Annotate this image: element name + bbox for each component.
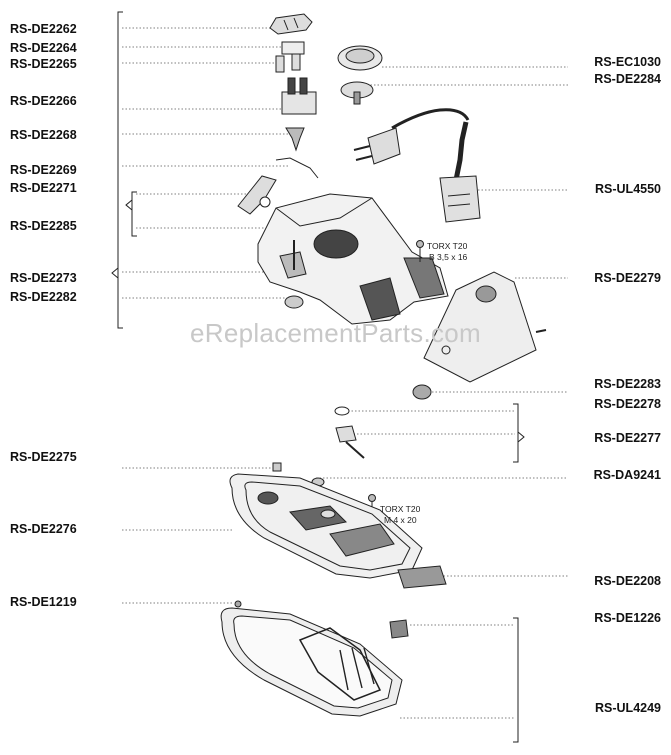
label-rs-de2271: RS-DE2271 <box>10 181 77 195</box>
part-contact-2 <box>291 53 301 71</box>
label-rs-de2269: RS-DE2269 <box>10 163 77 177</box>
cover-port <box>320 509 336 519</box>
heating-element <box>298 627 382 701</box>
rear-cover-hole <box>475 285 497 303</box>
left-bracket-point <box>111 267 119 279</box>
part-clip-detail <box>283 17 299 31</box>
plug-prongs <box>353 145 373 161</box>
right-bracket-upper <box>513 403 519 463</box>
part-block <box>281 41 305 55</box>
housing-upper <box>257 193 449 325</box>
housing-handle-block <box>359 277 401 321</box>
label-rs-de2285: RS-DE2285 <box>10 219 77 233</box>
cord <box>391 108 470 130</box>
part-thermostat-pin-1 <box>287 77 296 95</box>
cord-relief <box>453 121 469 181</box>
part-contact-1 <box>275 55 285 73</box>
label-rs-de2283: RS-DE2283 <box>594 377 661 391</box>
cover-hole <box>257 491 279 505</box>
part-washer-stem <box>353 91 361 105</box>
screw-2-spec-line2: M 4 x 20 <box>384 515 417 525</box>
label-rs-de2264: RS-DE2264 <box>10 41 77 55</box>
plug-body <box>367 127 401 165</box>
label-rs-de1226: RS-DE1226 <box>594 611 661 625</box>
housing-ridge <box>275 197 373 227</box>
part-knob <box>285 127 305 152</box>
part-plug-2275 <box>272 462 282 472</box>
rear-screw <box>535 329 547 333</box>
screw-2-head <box>368 494 376 502</box>
part-label-sticker <box>397 565 447 589</box>
screw-1-spec-line1: TORX T20 <box>427 241 468 251</box>
housing-dial-recess <box>313 229 359 259</box>
label-rs-de2268: RS-DE2268 <box>10 128 77 142</box>
label-rs-de2277: RS-DE2277 <box>594 431 661 445</box>
leader-lines <box>122 27 568 719</box>
label-rs-de2208: RS-DE2208 <box>594 574 661 588</box>
label-rs-de2276: RS-DE2276 <box>10 522 77 536</box>
rear-cover <box>423 271 537 383</box>
part-lever-hole <box>259 196 271 208</box>
label-rs-ec1030: RS-EC1030 <box>594 55 661 69</box>
part-dial-center <box>345 48 375 64</box>
label-rs-ul4249: RS-UL4249 <box>595 701 661 715</box>
label-rs-de2262: RS-DE2262 <box>10 22 77 36</box>
part-thermostat-pin-2 <box>299 77 308 95</box>
label-rs-de2284: RS-DE2284 <box>594 72 661 86</box>
soleplate-cover-inner <box>244 481 411 571</box>
part-fuse-1226 <box>389 619 409 639</box>
part-valve <box>335 425 357 443</box>
element-wires <box>339 647 375 691</box>
screw-2-spec-line1: TORX T20 <box>380 504 421 514</box>
label-rs-de2282: RS-DE2282 <box>10 290 77 304</box>
label-rs-de2265: RS-DE2265 <box>10 57 77 71</box>
part-cap <box>412 384 432 400</box>
label-rs-ul4550: RS-UL4550 <box>595 182 661 196</box>
part-oring <box>334 406 350 416</box>
label-rs-da9241: RS-DA9241 <box>593 468 661 482</box>
inner-bracket-point <box>125 199 133 211</box>
left-group-bracket <box>117 11 123 329</box>
part-ring <box>284 295 304 309</box>
inner-bracket <box>131 191 137 237</box>
label-rs-de2278: RS-DE2278 <box>594 397 661 411</box>
label-rs-de2275: RS-DE2275 <box>10 450 77 464</box>
housing-rear-block <box>403 257 445 299</box>
cord-connector-detail <box>447 193 471 207</box>
part-pin <box>275 157 319 179</box>
screw-1-spec-line2: B 3,5 x 16 <box>429 252 468 262</box>
label-rs-de2266: RS-DE2266 <box>10 94 77 108</box>
label-rs-de1219: RS-DE1219 <box>10 595 77 609</box>
part-clip <box>269 13 313 35</box>
part-thermostat <box>281 91 317 115</box>
watermark: eReplacementParts.com <box>190 318 481 348</box>
cord-connector <box>439 175 481 223</box>
part-screw-1219 <box>234 600 242 608</box>
label-rs-de2273: RS-DE2273 <box>10 271 77 285</box>
right-bracket-upper-point <box>517 431 525 443</box>
label-rs-de2279: RS-DE2279 <box>594 271 661 285</box>
screw-1-head <box>416 240 424 248</box>
part-valve-stem <box>345 441 365 459</box>
cover-terminal-block <box>329 523 395 557</box>
rear-cover-screw-hole <box>441 345 451 355</box>
part-lever <box>237 175 277 215</box>
right-bracket-lower <box>513 617 519 743</box>
